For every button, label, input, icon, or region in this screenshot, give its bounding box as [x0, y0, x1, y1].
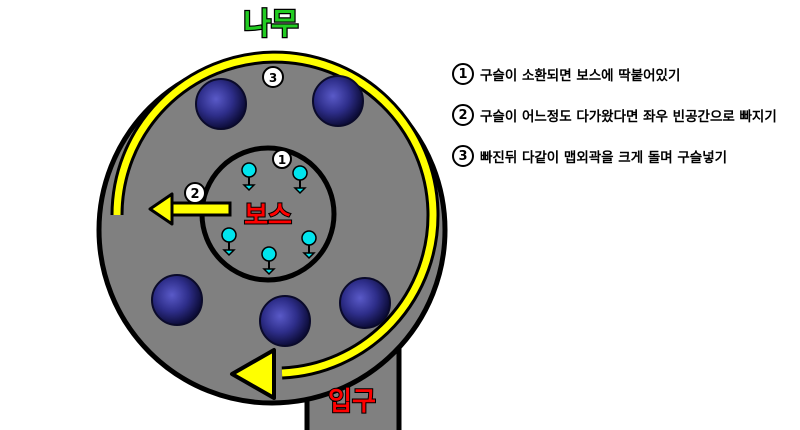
legend-text-3: 빠진뒤 다같이 맵외곽을 크게 돌며 구슬넣기 — [480, 150, 728, 166]
orb — [312, 75, 364, 127]
marker-2-circle — [184, 182, 206, 204]
entrance-label: 입구 — [328, 387, 376, 417]
legend-item-2: 2 구슬이 어느정도 다가왔다면 좌우 빈공간으로 빠지기 — [452, 103, 792, 127]
orb — [151, 274, 203, 326]
escape-arrowhead — [148, 192, 174, 226]
circular-path-fill — [113, 53, 437, 377]
circular-path-arrowhead — [230, 348, 276, 400]
marker-3-label: 3 — [269, 71, 277, 85]
marker-1-circle — [272, 149, 292, 169]
boss-label: 보스 — [244, 201, 292, 231]
orb — [259, 295, 311, 347]
legend-text-1: 구슬이 소환되면 보스에 딱붙어있기 — [480, 68, 681, 84]
player-pin-icon — [221, 227, 237, 257]
legend-item-3: 3 빠진뒤 다같이 맵외곽을 크게 돌며 구슬넣기 — [452, 144, 792, 168]
top-label: 나무 — [243, 7, 298, 42]
player-pin-icon — [261, 246, 277, 276]
player-pin-icon — [292, 165, 308, 195]
orb — [195, 78, 247, 130]
legend-text-2: 구슬이 어느정도 다가왔다면 좌우 빈공간으로 빠지기 — [480, 109, 777, 125]
player-pin-icon — [301, 230, 317, 260]
marker-2-label: 2 — [190, 187, 199, 202]
legend-number-1: 1 — [452, 63, 474, 85]
marker-1-label: 1 — [278, 153, 286, 167]
marker-3-circle — [262, 66, 284, 88]
escape-arrow-shaft — [166, 201, 232, 217]
player-pin-icon — [241, 162, 257, 192]
orb — [339, 277, 391, 329]
strategy-legend: 1 구슬이 소환되면 보스에 딱붙어있기 2 구슬이 어느정도 다가왔다면 좌우… — [452, 62, 792, 185]
legend-item-1: 1 구슬이 소환되면 보스에 딱붙어있기 — [452, 62, 792, 86]
legend-number-3: 3 — [452, 145, 474, 167]
legend-number-2: 2 — [452, 104, 474, 126]
